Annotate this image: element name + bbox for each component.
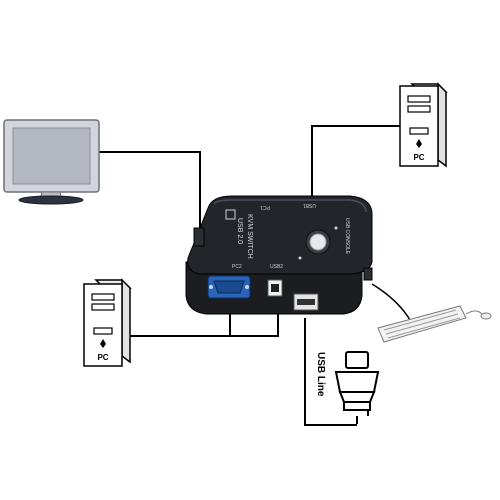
usb-b-port <box>267 279 283 297</box>
monitor-base <box>18 195 84 205</box>
monitor-screen <box>12 127 91 185</box>
usb-plug-device <box>334 351 380 424</box>
kvm-label-pc2: PC2 <box>232 264 242 270</box>
vga-port <box>207 275 251 299</box>
kvm-top-face <box>187 195 373 275</box>
pc-left: PC <box>83 278 132 367</box>
kvm-top-icon <box>225 209 236 220</box>
pc-left-label: PC <box>97 353 108 362</box>
right-pc-cable <box>311 125 405 206</box>
monitor <box>3 119 100 205</box>
kvm-led-2 <box>334 226 338 230</box>
usb-a-port <box>293 293 319 311</box>
usb-line-cable <box>304 318 357 426</box>
kvm-led-1 <box>298 256 302 260</box>
kvm-label-usb2: USB2 <box>270 264 283 270</box>
kvm-side-connector <box>193 227 205 247</box>
kvm-label-usb1: USB1 <box>303 202 316 208</box>
usb-line-label: USB Line <box>315 352 326 397</box>
kvm-label-console: USB CONSOLE <box>344 218 350 255</box>
kvm-switch: USB 2.0 KVM SWITCH PC1 USB1 USB CONSOLE … <box>185 195 373 315</box>
cables <box>98 125 411 426</box>
pc-right-label: PC <box>413 153 424 162</box>
kvm-label-usb: USB 2.0 <box>236 218 243 244</box>
kvm-label-kvm: KVM SWITCH <box>246 214 253 259</box>
keyboard-cable <box>371 283 411 321</box>
pc-right: PC <box>399 82 448 168</box>
keyboard <box>377 305 492 343</box>
mouse <box>480 312 492 320</box>
kvm-right-connector <box>363 267 373 281</box>
kvm-label-pc1: PC1 <box>260 204 270 210</box>
monitor-cable <box>98 151 201 232</box>
